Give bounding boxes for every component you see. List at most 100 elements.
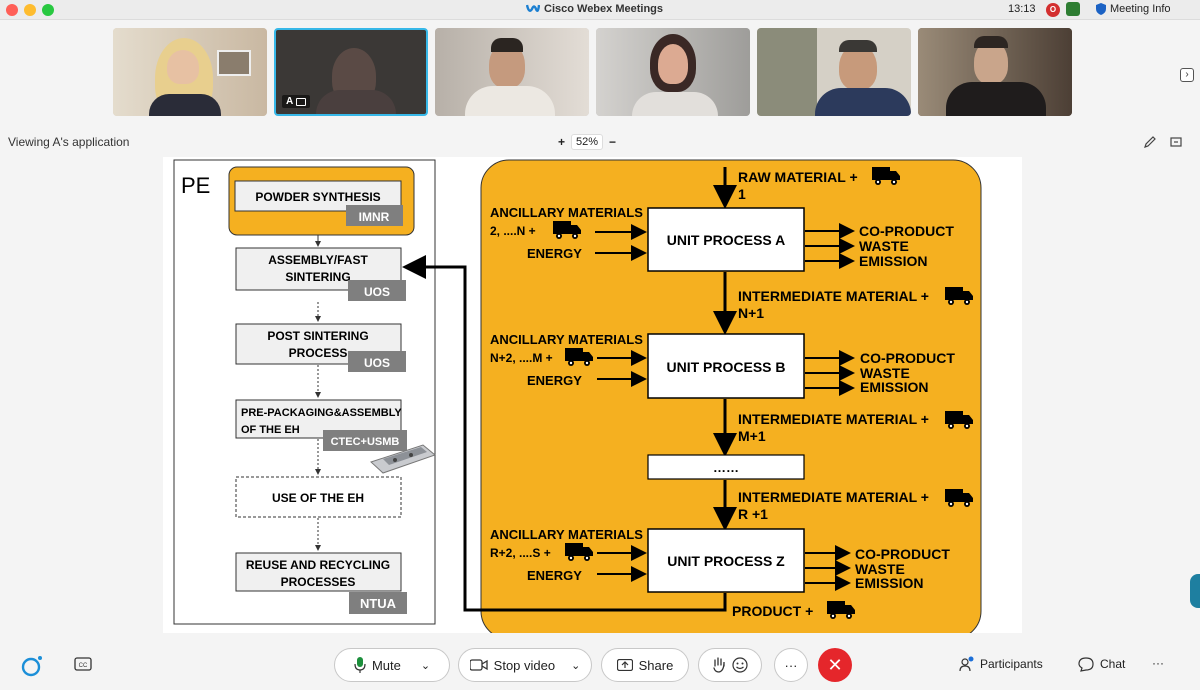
org-ctec: CTEC+USMB [331,436,400,448]
chevron-down-icon[interactable]: ⌄ [420,659,431,672]
step-2-title-l2: SINTERING [285,270,350,284]
annotate-icon[interactable] [1144,136,1156,148]
ancillary-label-b: ANCILLARY MATERIALS [490,332,643,347]
org-ntua: NTUA [360,596,397,611]
zoom-window-button[interactable] [42,4,54,16]
participant-video-6[interactable] [918,28,1072,116]
unit-process-b-label: UNIT PROCESS B [666,359,785,375]
step-6-title-l1: REUSE AND RECYCLING [246,558,390,572]
raw-material-label: RAW MATERIAL + [738,169,858,185]
use-step [235,476,402,518]
intermediate-label-2: INTERMEDIATE MATERIAL + [738,411,929,427]
ancillary-range-b: N+2, ....M + [490,351,553,365]
co-product-label-b: CO-PRODUCT [860,350,955,366]
unit-process-a [647,207,805,272]
webex-logo-icon [526,4,540,12]
participants-button[interactable]: Participants [958,656,1043,672]
participants-icon [959,656,974,672]
popout-icon[interactable] [1170,136,1182,148]
app-title: Cisco Webex Meetings [526,3,663,15]
org-badge-uos-1 [348,280,406,301]
stop-video-button[interactable]: Stop video ⌄ [458,648,592,682]
intermediate-label-1: INTERMEDIATE MATERIAL + [738,288,929,304]
shared-slide: PE POWDER SYNTHESIS IMNR ASSEMBLY/FAST S… [163,157,1022,633]
ancillary-range-z: R+2, ....S + [490,546,551,560]
shield-icon [1096,3,1106,15]
participant-name-label: A [282,95,311,108]
energy-label-z: ENERGY [527,568,582,583]
zoom-in-button[interactable]: + [558,135,566,149]
step-2-title-l1: ASSEMBLY/FAST [268,253,368,267]
expand-participants-icon[interactable]: › [1180,68,1194,82]
org-uos-1: UOS [364,285,390,299]
video-camera-icon [469,659,488,671]
close-window-button[interactable] [6,4,18,16]
org-badge-uos-2 [348,351,406,372]
webex-assistant-icon[interactable] [20,654,44,678]
unit-process-a-label: UNIT PROCESS A [667,232,786,248]
recycling-feedback-arrow [402,255,727,612]
pe-panel [173,159,436,625]
overflow-menu-button[interactable]: ··· [1152,656,1164,670]
raise-hand-icon[interactable] [712,657,726,673]
co-product-label-z: CO-PRODUCT [855,546,950,562]
energy-harvester-device-image [370,444,437,474]
reuse-recycling-step [235,552,402,592]
participant-video-3[interactable] [435,28,589,116]
reactions-group [698,648,762,682]
org-imnr: IMNR [359,210,390,224]
zoom-out-button[interactable]: − [609,135,617,149]
pe-label: PE [181,173,210,198]
recording-icon[interactable]: O [1046,3,1060,17]
participant-video-4[interactable] [596,28,750,116]
step-3-title-l1: POST SINTERING [267,329,368,343]
ancillary-label-z: ANCILLARY MATERIALS [490,527,643,542]
close-icon: ✕ [827,655,843,675]
emoji-reactions-icon[interactable] [732,657,748,673]
chat-icon [1078,657,1094,672]
product-label: PRODUCT + [732,603,813,619]
more-options-button[interactable]: ··· [774,648,808,682]
chevron-down-icon[interactable]: ⌄ [571,659,581,672]
org-badge-ctec [323,430,407,451]
waste-label-z: WASTE [855,561,905,577]
side-panel-handle[interactable] [1190,574,1200,608]
emission-label-b: EMISSION [860,379,928,395]
unit-process-b [647,333,805,399]
waste-label-a: WASTE [859,238,909,254]
unit-process-z [647,528,805,593]
participant-video-5[interactable] [757,28,911,116]
raw-material-index: 1 [738,186,746,202]
mute-button[interactable]: Mute ⌄ [334,648,450,682]
step-4-title-l2: OF THE EH [241,424,300,436]
share-screen-icon [616,659,633,671]
meeting-info-button[interactable]: Meeting Info [1096,3,1171,15]
waste-label-b: WASTE [860,365,910,381]
intermediate-label-3: INTERMEDIATE MATERIAL + [738,489,929,505]
connection-stats-icon[interactable] [1066,2,1080,16]
zoom-level[interactable]: 52% [571,134,604,150]
share-button[interactable]: Share [601,648,689,682]
microphone-icon [354,657,366,673]
captions-icon[interactable]: CC [74,656,92,672]
energy-label-a: ENERGY [527,246,582,261]
clock: 13:13 [1008,3,1036,15]
chat-button[interactable]: Chat [1078,656,1125,672]
step-5-title: USE OF THE EH [272,491,364,505]
participant-video-2[interactable]: A [274,28,428,116]
energy-label-b: ENERGY [527,373,582,388]
more-processes-label: …… [713,460,739,475]
step-1-title: POWDER SYNTHESIS [255,190,380,204]
svg-text:CC: CC [79,663,88,669]
title-bar: Cisco Webex Meetings 13:13 O Meeting Inf… [0,0,1200,20]
emission-label-a: EMISSION [859,253,927,269]
participant-video-strip: A › [0,28,1200,116]
viewing-label: Viewing A's application [8,135,130,149]
minimize-window-button[interactable] [24,4,36,16]
org-badge-imnr [346,205,403,226]
step-6-title-l2: PROCESSES [281,575,356,589]
ancillary-label-a: ANCILLARY MATERIALS [490,205,643,220]
leave-meeting-button[interactable]: ✕ [818,648,852,682]
participant-video-1[interactable] [113,28,267,116]
org-uos-2: UOS [364,356,390,370]
